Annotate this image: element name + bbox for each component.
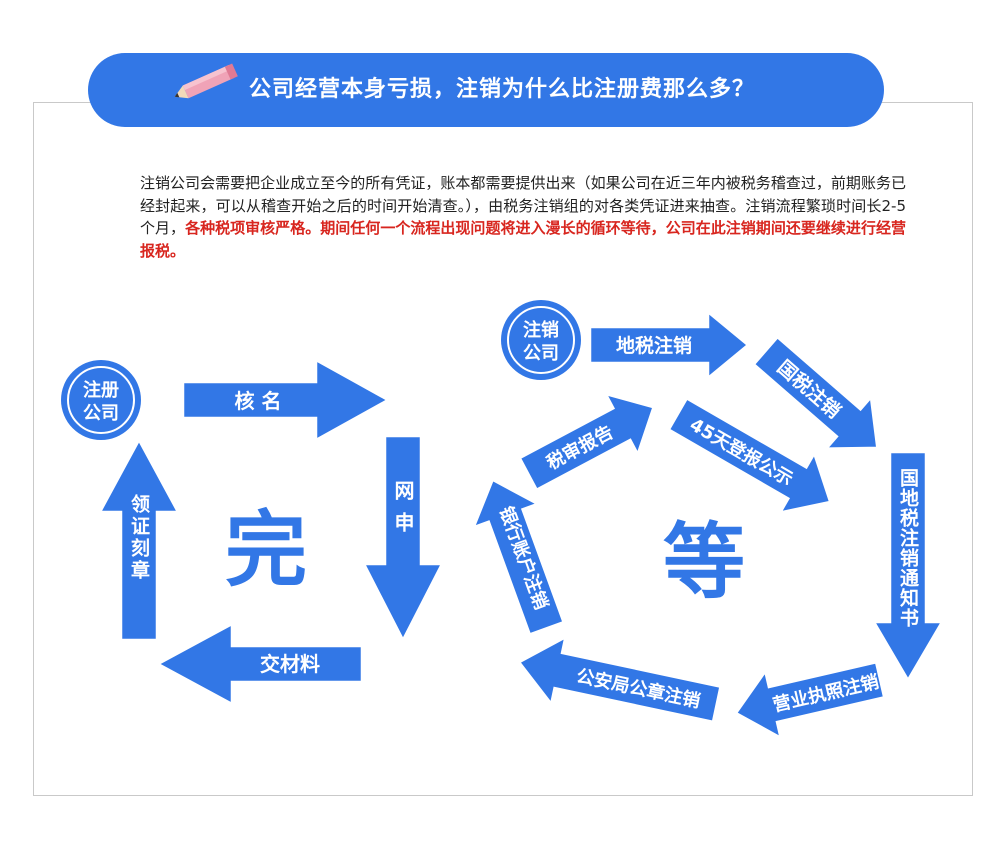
register-circle-line-2: 公司 bbox=[83, 403, 119, 424]
intro-paragraph: 注销公司会需要把企业成立至今的所有凭证，账本都需要提供出来（如果公司在近三年内被… bbox=[140, 172, 906, 262]
step-shuishen-arrow: 税审报告 bbox=[518, 392, 656, 492]
step-yinhang-arrow bbox=[471, 478, 566, 637]
cancel-circle: 注销 公司 bbox=[501, 300, 581, 380]
step-jiaocailiao-arrow: 交材料 bbox=[155, 621, 364, 707]
intro-highlight: 各种税项审核严格。期间任何一个流程出现问题将进入漫长的循环等待，公司在此注销期间… bbox=[140, 219, 906, 260]
cancel-circle-line-2: 公司 bbox=[523, 343, 559, 364]
step-gongan-arrow: 公安局公章注销 bbox=[517, 634, 722, 724]
step-lingzheng-label: 领证刻章 bbox=[128, 493, 150, 582]
step-dishui-arrow: 地税注销 bbox=[588, 309, 750, 381]
cancel-circle-line-1: 注销 bbox=[523, 319, 559, 341]
step-heming-arrow: 核 名 bbox=[181, 357, 391, 443]
register-circle: 注册 公司 bbox=[61, 360, 141, 440]
banner-title: 公司经营本身亏损，注销为什么比注册费那么多？ bbox=[249, 77, 756, 102]
step-tongzhishu-label: 国地税注销通知书 bbox=[897, 468, 919, 628]
cancel-big-char: 等 bbox=[663, 515, 745, 610]
step-yingyezhizhao-arrow: 营业执照注销 bbox=[734, 660, 886, 741]
pencil-icon bbox=[174, 63, 238, 99]
step-lingzheng-arrow: 领证刻章 bbox=[97, 437, 181, 642]
title-banner bbox=[88, 53, 884, 127]
register-big-char: 完 bbox=[225, 503, 307, 598]
step-wangshen-label: 网申 bbox=[391, 480, 415, 544]
step-heming-label: 核 名 bbox=[235, 389, 282, 413]
step-jiaocailiao-label: 交材料 bbox=[260, 652, 320, 676]
step-wangshen-arrow: 网申 bbox=[361, 434, 445, 643]
register-circle-line-1: 注册 bbox=[83, 379, 119, 401]
step-tongzhishu-arrow: 国地税注销通知书 bbox=[871, 450, 945, 683]
step-dishui-label: 地税注销 bbox=[616, 334, 692, 357]
intro-text: 注销公司会需要把企业成立至今的所有凭证，账本都需要提供出来（如果公司在近三年内被… bbox=[140, 174, 906, 237]
